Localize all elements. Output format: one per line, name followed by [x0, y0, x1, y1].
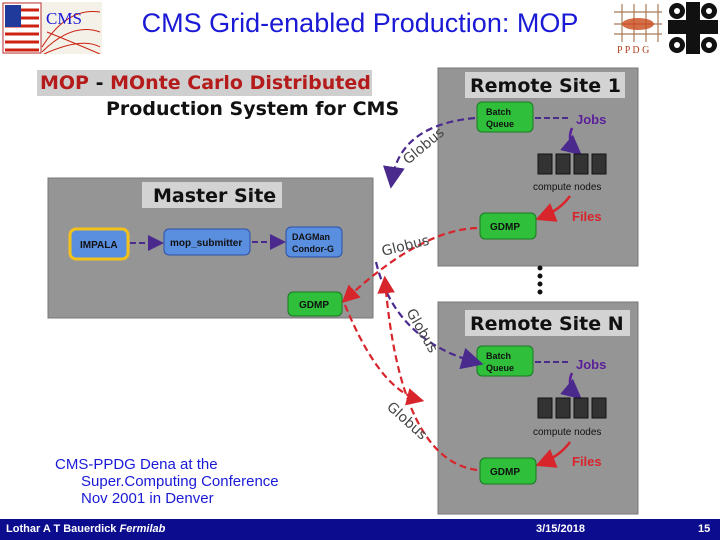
fermilab-logo-icon — [668, 2, 718, 54]
svg-text:GDMP: GDMP — [299, 300, 329, 311]
footer-org: Fermilab — [119, 523, 166, 535]
globus-jobs-link-site1 — [383, 116, 476, 189]
globus-label-4: Globus — [383, 399, 430, 443]
remote1-files-label: Files — [572, 209, 602, 224]
remote-site-1-title: Remote Site 1 — [470, 75, 621, 97]
remote1-compute-nodes-icon — [537, 153, 607, 175]
svg-text:GDMP: GDMP — [490, 222, 520, 233]
remoteN-compute-nodes-label: compute nodes — [533, 427, 601, 438]
svg-text:Batch: Batch — [486, 107, 511, 117]
remote-site-1: Remote Site 1 Batch Queue Jobs compute n… — [437, 67, 639, 267]
svg-text:P P D G: P P D G — [617, 45, 649, 56]
caption-line-1: CMS-PPDG Dena at the — [55, 456, 218, 473]
remoteN-compute-nodes-icon — [537, 397, 607, 419]
globus-gdmp-link — [343, 304, 425, 406]
remoteN-files-label: Files — [572, 454, 602, 469]
footer-date: 3/15/2018 — [536, 523, 585, 535]
impala-box — [68, 227, 130, 261]
remote-site-n-title: Remote Site N — [470, 313, 624, 335]
caption-line-2: Super.Computing Conference — [81, 473, 279, 490]
remoteN-gdmp-box — [479, 457, 537, 485]
more-sites-ellipsis — [537, 265, 543, 295]
mop-submitter-box — [163, 228, 251, 256]
remote1-jobs-label: Jobs — [576, 112, 606, 127]
globus-files-link-site1 — [341, 226, 478, 304]
heading-title-line2: Production System for CMS — [106, 98, 399, 120]
heading-band — [37, 70, 372, 96]
footer-author: Lothar A T Bauerdick Fermilab — [6, 523, 166, 535]
master-site-title: Master Site — [153, 185, 276, 207]
caption: CMS-PPDG Dena at the Super.Computing Con… — [55, 456, 279, 507]
svg-text:DAGMan: DAGMan — [292, 232, 330, 242]
remoteN-jobs-label: Jobs — [576, 357, 606, 372]
footer-page-number: 15 — [698, 523, 711, 535]
svg-text:MOP - MOnte Carlo Distributed: MOP - MOnte Carlo Distributed — [40, 72, 371, 94]
globus-label-3: Globus — [403, 306, 441, 356]
ppdg-logo-icon: P P D G — [614, 4, 662, 56]
svg-text:Batch: Batch — [486, 351, 511, 361]
remote1-batch-queue-box — [476, 101, 534, 133]
mop-submitter-label: mop_submitter — [170, 238, 242, 249]
remote1-compute-nodes-label: compute nodes — [533, 182, 601, 193]
slide-title: CMS Grid-enabled Production: MOP — [141, 8, 579, 38]
svg-text:Queue: Queue — [486, 363, 514, 373]
heading-title-line1: MOnte Carlo Distributed — [110, 72, 371, 94]
impala-label: IMPALA — [80, 240, 118, 251]
master-site: Master Site IMPALA mop_submitter DAGMan … — [47, 177, 374, 319]
globus-label-2: Globus — [380, 233, 431, 260]
remote1-gdmp-box — [479, 212, 537, 240]
heading-abbrev: MOP — [40, 72, 89, 94]
dagman-box — [285, 226, 343, 258]
svg-text:Queue: Queue — [486, 119, 514, 129]
svg-text:CMS: CMS — [46, 9, 82, 28]
master-gdmp-box — [287, 291, 343, 317]
caption-line-3: Nov 2001 in Denver — [81, 490, 214, 507]
svg-text:GDMP: GDMP — [490, 467, 520, 478]
svg-text:Condor-G: Condor-G — [292, 244, 334, 254]
remote-site-n: Remote Site N Batch Queue Jobs compute n… — [437, 301, 639, 515]
footer-bar: Lothar A T Bauerdick Fermilab 3/15/2018 … — [0, 519, 720, 540]
cms-logo-icon: CMS — [2, 2, 102, 54]
